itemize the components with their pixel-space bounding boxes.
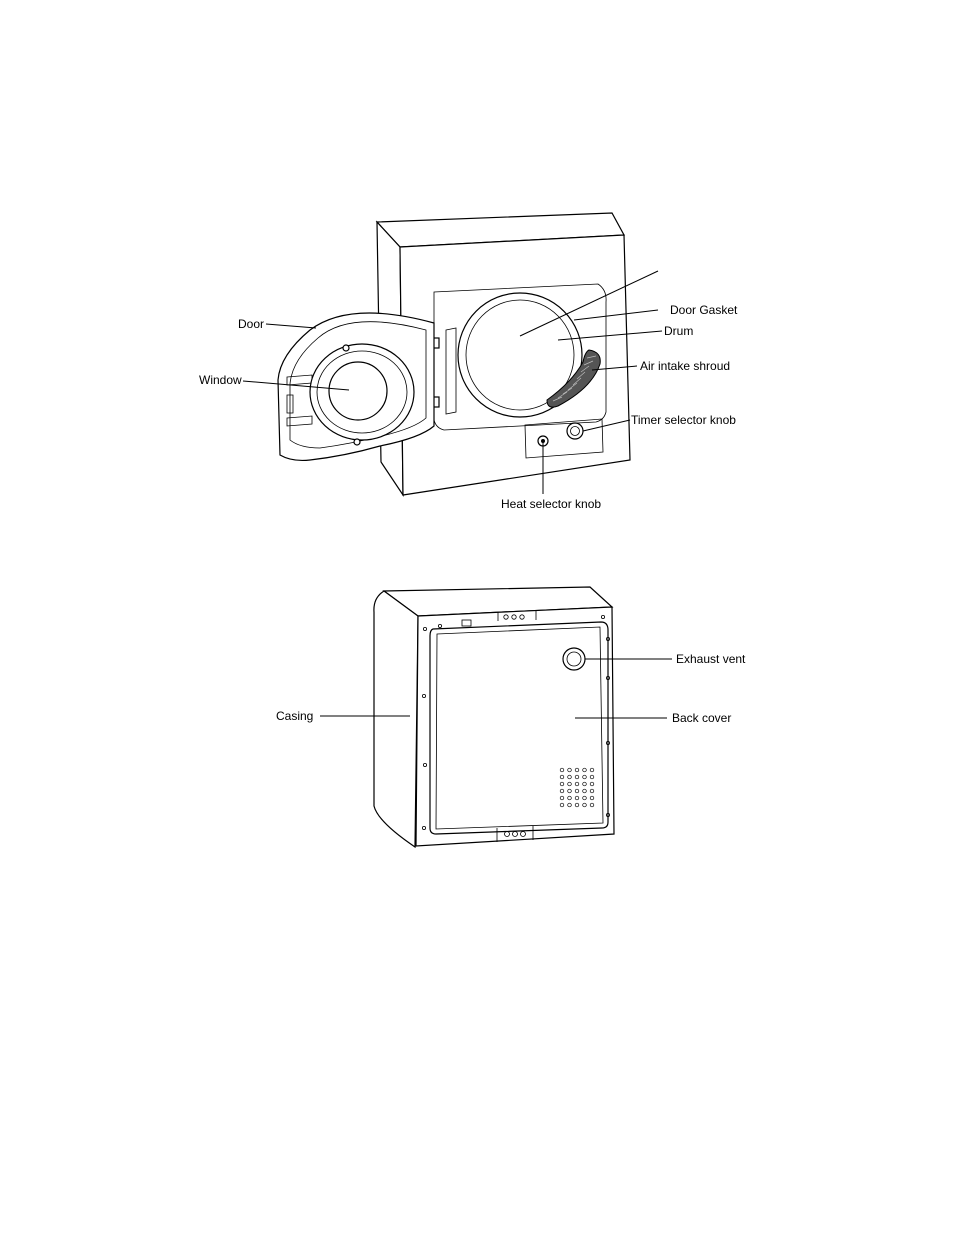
- timer-selector-knob[interactable]: [567, 423, 583, 439]
- label-timer-selector-knob: Timer selector knob: [631, 413, 736, 427]
- exhaust-vent: [563, 648, 585, 670]
- label-door-gasket: Door Gasket: [670, 303, 738, 317]
- label-heat-selector-knob: Heat selector knob: [501, 497, 601, 511]
- back-view-illustration: [374, 587, 614, 847]
- label-door: Door: [238, 317, 264, 331]
- door-window: [329, 362, 387, 420]
- label-window: Window: [199, 373, 242, 387]
- front-view-illustration: [278, 213, 630, 495]
- label-casing: Casing: [276, 709, 313, 723]
- dryer-door[interactable]: [278, 313, 434, 460]
- label-drum: Drum: [664, 324, 693, 338]
- label-back-cover: Back cover: [672, 711, 731, 725]
- label-exhaust-vent: Exhaust vent: [676, 652, 746, 666]
- label-air-intake-shroud: Air intake shroud: [640, 359, 730, 373]
